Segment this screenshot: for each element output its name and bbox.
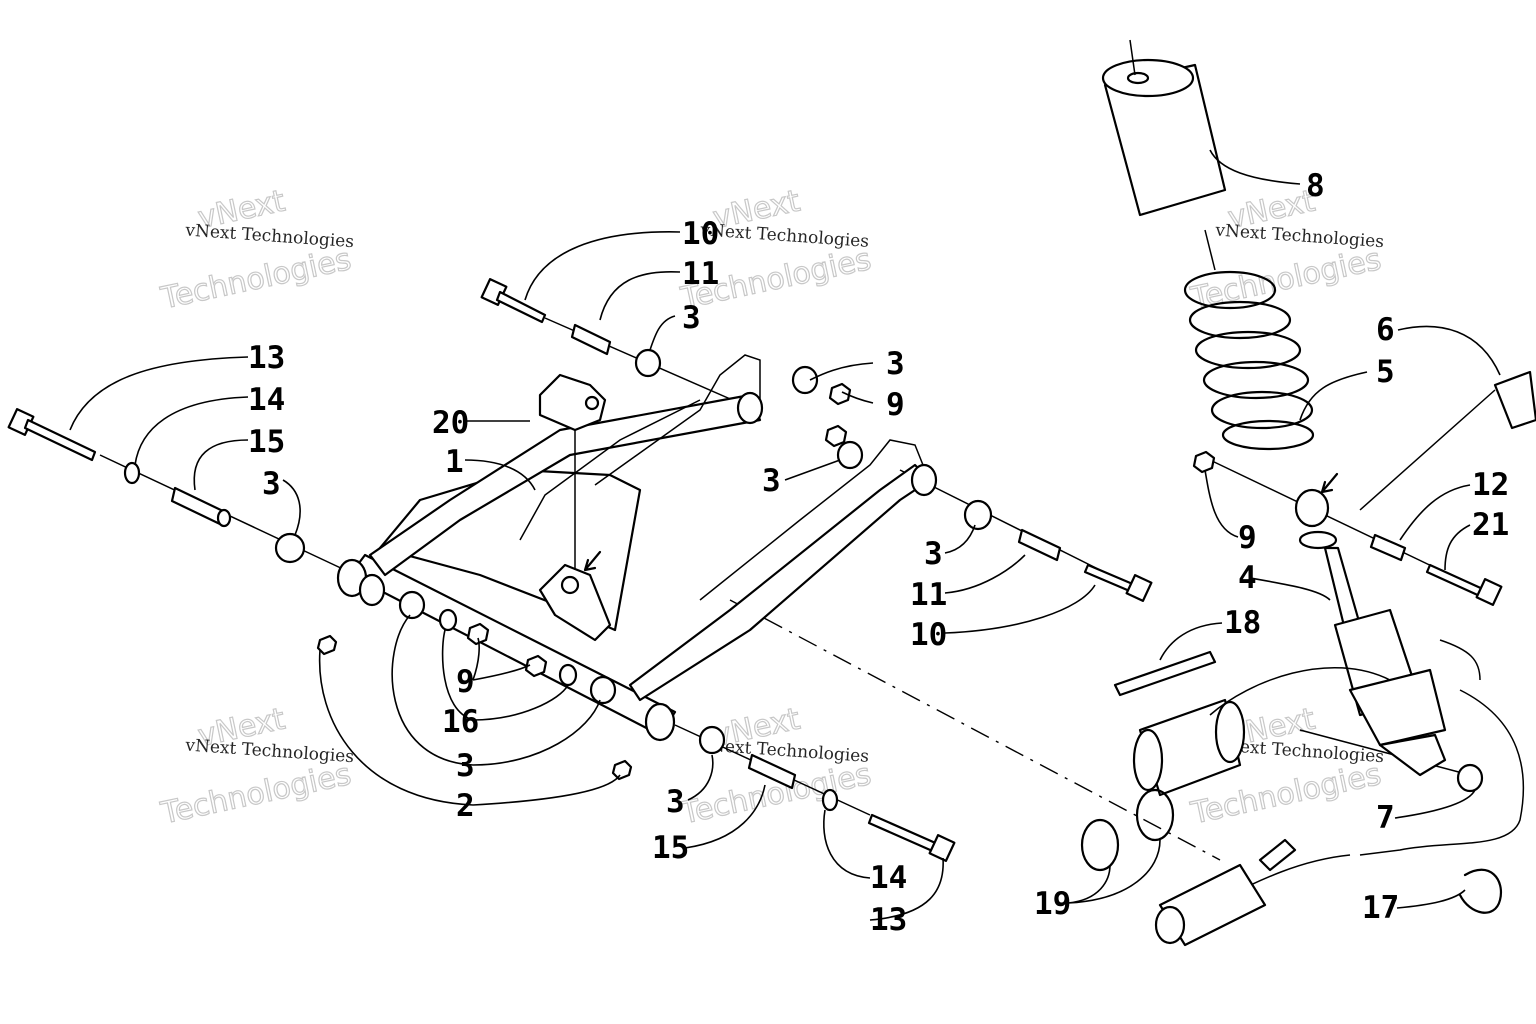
- callout-14-left: 14: [248, 382, 285, 418]
- callout-3-right: 3: [924, 536, 943, 572]
- callout-10-right: 10: [910, 617, 947, 653]
- watermark-company: Technologies: [1187, 242, 1384, 317]
- callout-4: 4: [1238, 560, 1257, 596]
- swing-arm-frame: [336, 354, 1339, 742]
- watermark-group-1: vNext Technologies vNext Technologies: [157, 183, 355, 317]
- watermark-group-3: vNext Technologies vNext Technologies: [1187, 183, 1385, 317]
- callout-11-right: 11: [910, 577, 947, 613]
- callout-9-upper: 9: [886, 387, 905, 423]
- callout-17: 17: [1362, 890, 1399, 926]
- callout-3-middle: 3: [762, 463, 781, 499]
- callout-3-bottom: 3: [666, 784, 685, 820]
- callout-14-bottom: 14: [870, 860, 907, 896]
- callout-11-top: 11: [682, 256, 719, 292]
- watermark-line: vNext Technologies: [184, 220, 355, 252]
- callout-3-top: 3: [682, 300, 701, 336]
- callout-2: 2: [456, 788, 475, 824]
- callout-9-lower: 9: [456, 664, 475, 700]
- fasteners: [7, 278, 1153, 862]
- shock-assembly: [1080, 39, 1536, 947]
- callout-10-top: 10: [682, 216, 719, 252]
- callout-20: 20: [432, 405, 469, 441]
- callout-15-bottom: 15: [652, 830, 689, 866]
- callout-21: 21: [1472, 507, 1509, 543]
- callout-8: 8: [1306, 168, 1325, 204]
- callout-18: 18: [1224, 605, 1261, 641]
- callout-19: 19: [1034, 886, 1071, 922]
- callout-9-right: 9: [1238, 520, 1257, 556]
- leader-lines: [69, 149, 1501, 921]
- watermark-group-4: vNext Technologies vNext Technologies: [157, 701, 355, 832]
- callout-3-lower: 3: [456, 748, 475, 784]
- callout-13-bottom: 13: [870, 902, 907, 938]
- callout-13-left: 13: [248, 340, 285, 376]
- watermark-company: Technologies: [157, 242, 354, 317]
- watermark-company: Technologies: [157, 757, 354, 832]
- limiter-strap: [538, 373, 607, 570]
- watermark-line: vNext Technologies: [1214, 220, 1385, 252]
- callout-16: 16: [442, 704, 479, 740]
- callout-6: 6: [1376, 312, 1395, 348]
- callout-15-left: 15: [248, 424, 285, 460]
- callout-3-upper-right: 3: [886, 346, 905, 382]
- callout-12: 12: [1472, 467, 1509, 503]
- callout-3-left: 3: [262, 466, 281, 502]
- watermark-line: vNext Technologies: [699, 220, 870, 252]
- callout-1: 1: [445, 444, 464, 480]
- callout-7: 7: [1376, 800, 1395, 836]
- callout-labels: 13 14 15 3 10 11 3 3 9 20 1 3 3 11 10 8 …: [248, 168, 1509, 938]
- callout-5: 5: [1376, 354, 1395, 390]
- watermark-line: vNext Technologies: [184, 735, 355, 767]
